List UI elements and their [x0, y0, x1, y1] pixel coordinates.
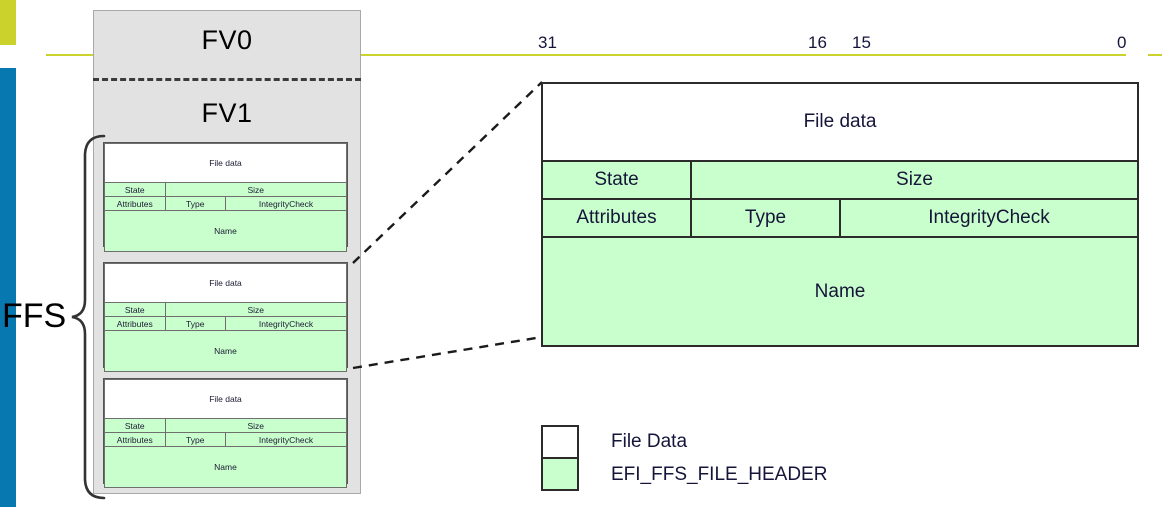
mini-file-data-cell: File data: [104, 143, 347, 183]
ffs-file-detail-table-wrapper: File data State Size Attributes Type Int…: [541, 82, 1139, 347]
mini-name-cell: Name: [104, 210, 347, 252]
fv0-label: FV0: [201, 25, 253, 55]
mini-type-cell: Type: [164, 196, 226, 211]
mini-attributes-cell: Attributes: [104, 432, 166, 447]
mini-file-data-cell: File data: [104, 379, 347, 419]
legend-label-ffs-file-header: EFI_FFS_FILE_HEADER: [611, 463, 828, 485]
legend-label-file-data: File Data: [611, 430, 688, 452]
ffs-file-detail-table: File data State Size Attributes Type Int…: [541, 82, 1139, 347]
ffs-label: FFS: [2, 297, 67, 335]
detail-size-cell: Size: [690, 160, 1139, 200]
mini-integritycheck-cell: IntegrityCheck: [225, 316, 347, 331]
ffs-file-mini-table: File data State Size Attributes Type Int…: [104, 143, 347, 252]
bit-ruler-tick-0: 0: [1117, 33, 1127, 52]
ffs-file-block: File data State Size Attributes Type Int…: [103, 378, 348, 488]
legend-item-ffs-file-header: EFI_FFS_FILE_HEADER: [541, 458, 827, 491]
detail-file-data-cell: File data: [541, 82, 1139, 162]
detail-integritycheck-cell: IntegrityCheck: [839, 198, 1139, 238]
mini-state-cell: State: [104, 418, 166, 433]
fv1-label: FV1: [201, 98, 253, 128]
detail-name-cell: Name: [541, 236, 1139, 347]
decoration-yellow-tick: [1148, 54, 1162, 56]
ffs-file-block: File data State Size Attributes Type Int…: [103, 142, 348, 252]
detail-type-cell: Type: [690, 198, 841, 238]
mini-file-data-cell: File data: [104, 263, 347, 303]
bit-ruler-tick-31: 31: [538, 33, 557, 52]
fv-divider-dashed-line: [93, 78, 361, 81]
ffs-file-mini-table: File data State Size Attributes Type Int…: [104, 263, 347, 372]
bit-ruler-tick-16: 16: [808, 33, 827, 52]
legend-item-file-data: File Data: [541, 425, 827, 458]
mini-state-cell: State: [104, 182, 166, 197]
mini-name-cell: Name: [104, 446, 347, 488]
mini-state-cell: State: [104, 302, 166, 317]
mini-name-cell: Name: [104, 330, 347, 372]
mini-size-cell: Size: [164, 302, 347, 317]
ffs-file-block: File data State Size Attributes Type Int…: [103, 262, 348, 372]
legend: File Data EFI_FFS_FILE_HEADER: [541, 425, 827, 491]
mini-attributes-cell: Attributes: [104, 196, 166, 211]
mini-integritycheck-cell: IntegrityCheck: [225, 196, 347, 211]
callout-dashed-lines: [352, 81, 543, 370]
ffs-curly-brace: [71, 134, 106, 500]
legend-swatch-ffs-file-header: [541, 458, 579, 491]
mini-type-cell: Type: [164, 432, 226, 447]
ffs-file-mini-table: File data State Size Attributes Type Int…: [104, 379, 347, 488]
detail-attributes-cell: Attributes: [541, 198, 692, 238]
mini-size-cell: Size: [164, 418, 347, 433]
decoration-blue-sidebar: [0, 68, 16, 507]
mini-size-cell: Size: [164, 182, 347, 197]
mini-attributes-cell: Attributes: [104, 316, 166, 331]
mini-integritycheck-cell: IntegrityCheck: [225, 432, 347, 447]
bit-ruler-tick-15: 15: [852, 33, 871, 52]
decoration-yellow-block: [0, 0, 16, 45]
detail-state-cell: State: [541, 160, 692, 200]
legend-swatch-file-data: [541, 425, 579, 458]
mini-type-cell: Type: [164, 316, 226, 331]
decoration-yellow-rule: [46, 54, 1126, 56]
